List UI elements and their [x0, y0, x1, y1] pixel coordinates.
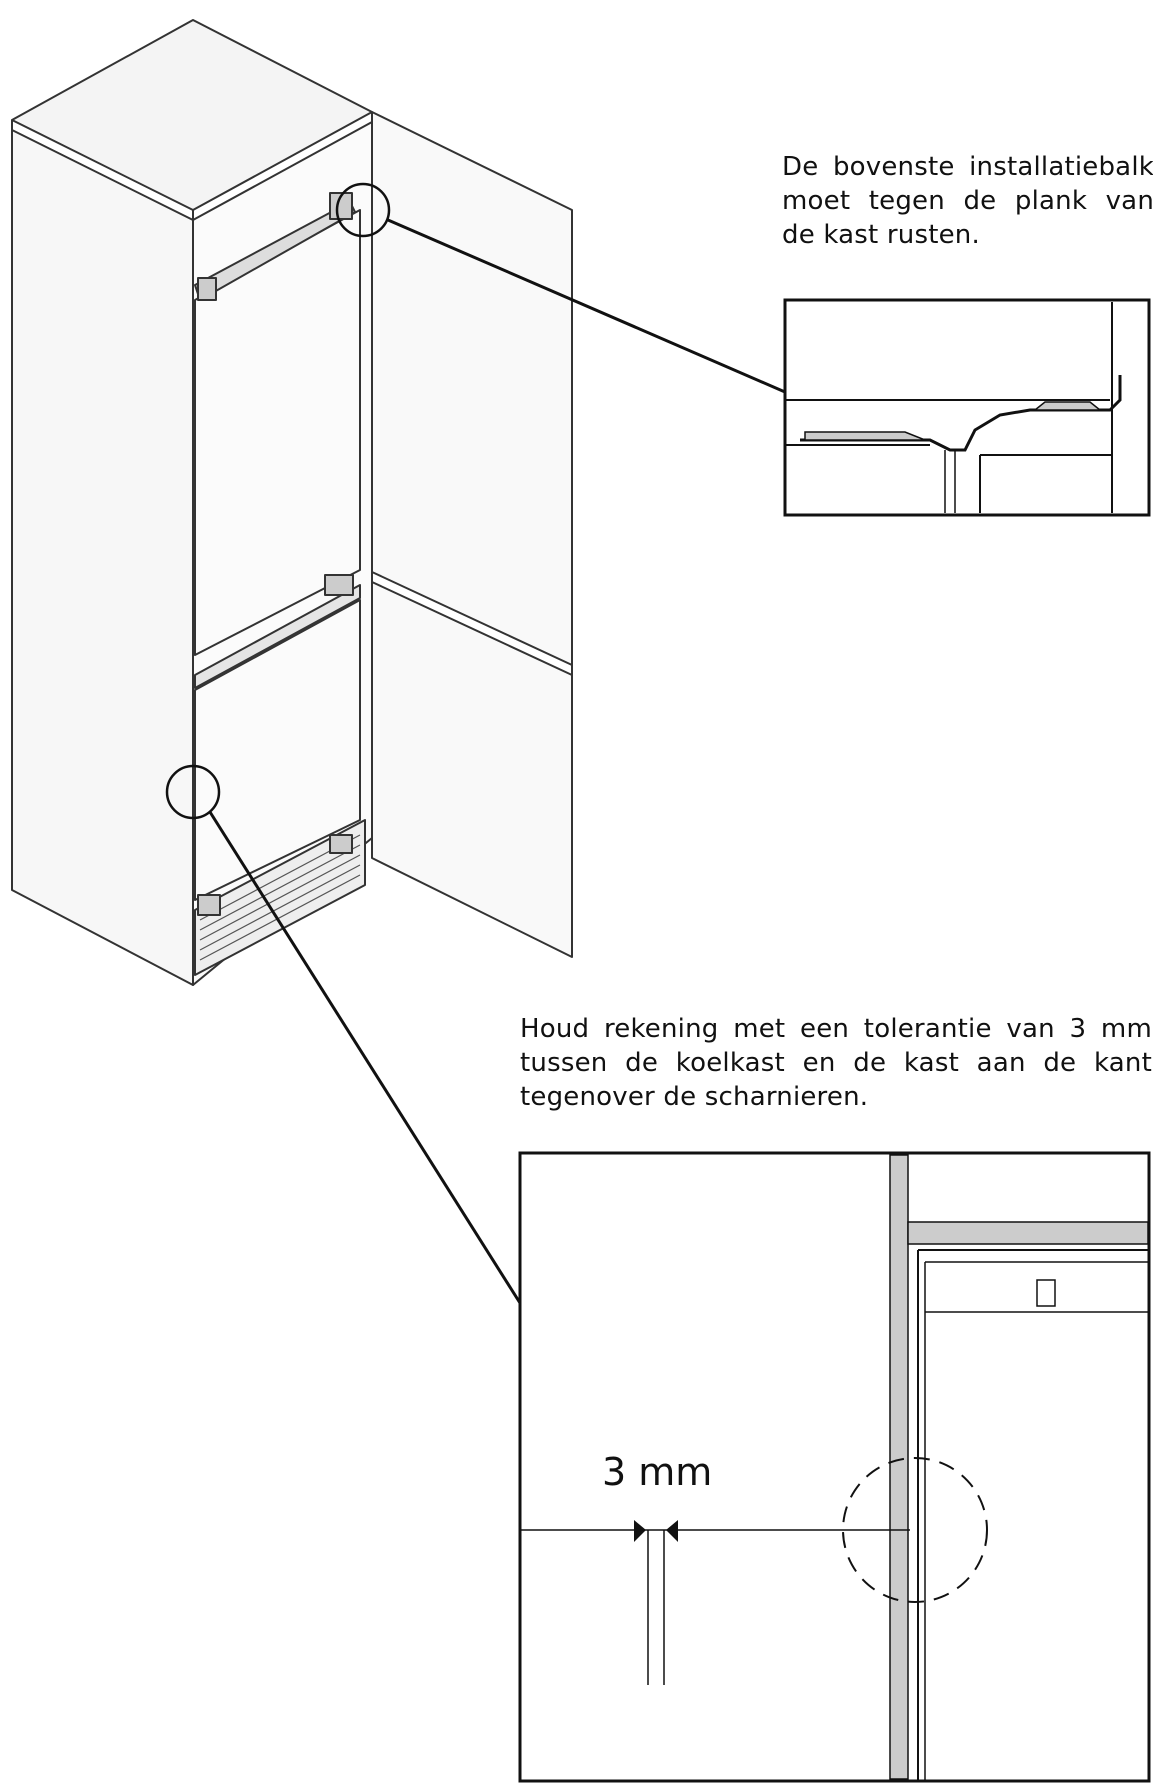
caption-top: De bovenste installatiebalk moet tegen d… — [782, 152, 1153, 250]
callout-circle-top — [335, 182, 391, 238]
callout-circle-bottom — [165, 764, 221, 820]
arrow-left — [634, 1520, 646, 1542]
door-lower — [371, 581, 573, 958]
caption-bottom: Houd rekening met een tolerantie van 3 m… — [520, 1014, 1152, 1112]
cabinet-left-side — [11, 129, 194, 986]
fridge-lower — [194, 599, 361, 901]
dashed-detail-circle — [842, 1457, 988, 1603]
door-upper — [371, 111, 573, 666]
leader-line-bottom — [208, 811, 522, 1304]
detail-box-bottom — [518, 1151, 1151, 1783]
cabinet-illustration — [11, 19, 573, 986]
arrow-right — [666, 1520, 678, 1542]
leader-line-top — [387, 218, 786, 394]
measurement-label: 3 mm — [602, 1450, 713, 1494]
detail-box-top — [783, 298, 1151, 517]
